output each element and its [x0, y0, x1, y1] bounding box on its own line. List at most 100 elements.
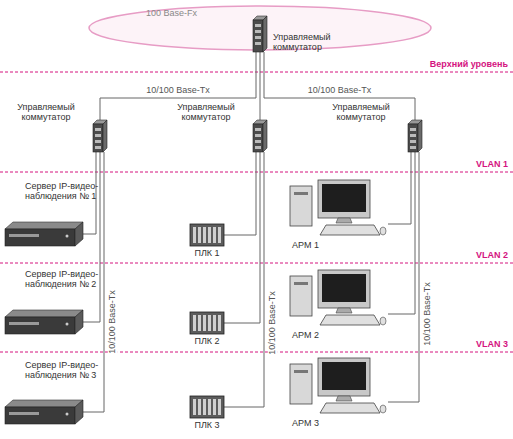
arm-node: АРМ 1 — [288, 180, 388, 238]
server-bay — [9, 234, 39, 237]
switch-side — [418, 120, 422, 152]
monitor-stand — [336, 396, 352, 401]
keyboard — [320, 403, 380, 413]
plc-module — [198, 315, 201, 331]
level-label: Верхний уровень — [430, 60, 508, 70]
ethernet-link — [224, 152, 256, 235]
switch-port — [410, 134, 416, 137]
plc-module — [198, 399, 201, 415]
pc-drive — [294, 282, 308, 285]
workstation-icon — [288, 270, 388, 328]
level-label: VLAN 3 — [476, 340, 508, 350]
plc-module — [193, 227, 196, 243]
node-label: Сервер IP-видео-наблюдения № 3 — [25, 360, 107, 381]
switch-port — [255, 30, 261, 33]
monitor-screen — [322, 184, 366, 212]
switch-icon — [93, 120, 107, 152]
node-label: АРМ 2 — [292, 330, 352, 340]
node-label: Управляемый коммутатор — [165, 102, 247, 123]
node-label: ПЛК 1 — [177, 248, 237, 258]
plc-module — [218, 315, 221, 331]
switch-port — [410, 128, 416, 131]
server-bay — [9, 322, 39, 325]
video-server-icon — [5, 400, 83, 424]
switch-port — [255, 128, 261, 131]
node-label: ПЛК 2 — [177, 336, 237, 346]
arm-node: АРМ 2 — [288, 270, 388, 328]
plc-node: ПЛК 1 — [190, 224, 224, 246]
pc-drive — [294, 370, 308, 373]
pc-tower — [290, 276, 312, 316]
plc-module — [213, 315, 216, 331]
switch-body — [93, 124, 103, 152]
server-side — [75, 222, 83, 246]
edge-label: 10/100 Base-Tx — [108, 288, 118, 356]
server-side — [75, 310, 83, 334]
node-label: Сервер IP-видео-наблюдения № 1 — [25, 181, 107, 202]
switch-node: Управляемый коммутатор — [93, 120, 107, 152]
plc-rack — [190, 312, 224, 334]
server-node: Сервер IP-видео-наблюдения № 3 — [5, 400, 83, 424]
pc-tower — [290, 186, 312, 226]
server-front — [5, 317, 75, 334]
monitor-bezel — [318, 270, 370, 308]
level-label: VLAN 1 — [476, 160, 508, 170]
switch-icon — [253, 16, 267, 52]
server-front — [5, 229, 75, 246]
switch-port — [255, 42, 261, 45]
switch-icon — [408, 120, 422, 152]
switch-port — [95, 134, 101, 137]
plc-module — [198, 227, 201, 243]
ethernet-link — [260, 52, 261, 120]
switch-node: Управляемый коммутатор — [253, 120, 267, 152]
plc-module — [208, 227, 211, 243]
plc-icon — [190, 312, 224, 334]
ethernet-link — [224, 152, 260, 323]
switch-port — [95, 140, 101, 143]
server-led — [66, 323, 69, 326]
mouse — [380, 405, 386, 413]
mouse — [380, 317, 386, 325]
keyboard — [320, 315, 380, 325]
ethernet-link — [388, 152, 415, 314]
server-node: Сервер IP-видео-наблюдения № 1 — [5, 222, 83, 246]
workstation-icon — [288, 358, 388, 416]
switch-node: Управляемый коммутатор — [253, 16, 267, 52]
switch-node: Управляемый коммутатор — [408, 120, 422, 152]
switch-port — [255, 140, 261, 143]
node-label: АРМ 1 — [292, 240, 352, 250]
plc-node: ПЛК 3 — [190, 396, 224, 418]
ethernet-link — [388, 152, 411, 224]
switch-port — [255, 146, 261, 149]
edge-label: 10/100 Base-Tx — [423, 280, 433, 348]
node-label: Управляемый коммутатор — [273, 32, 355, 53]
node-label: Управляемый коммутатор — [5, 102, 87, 123]
node-label: ПЛК 3 — [177, 420, 237, 430]
arm-node: АРМ 3 — [288, 358, 388, 416]
server-top — [5, 222, 83, 229]
server-node: Сервер IP-видео-наблюдения № 2 — [5, 310, 83, 334]
server-bay — [9, 412, 39, 415]
switch-side — [263, 16, 267, 52]
node-label: Сервер IP-видео-наблюдения № 2 — [25, 269, 107, 290]
plc-module — [203, 399, 206, 415]
server-led — [66, 235, 69, 238]
switch-port — [255, 134, 261, 137]
level-label: VLAN 2 — [476, 251, 508, 261]
switch-body — [408, 124, 418, 152]
plc-module — [193, 399, 196, 415]
switch-body — [253, 20, 263, 52]
server-front — [5, 407, 75, 424]
switch-port — [410, 146, 416, 149]
switch-body — [253, 124, 263, 152]
plc-module — [203, 227, 206, 243]
pc-tower — [290, 364, 312, 404]
keyboard — [320, 225, 380, 235]
monitor-stand — [336, 218, 352, 223]
video-server-icon — [5, 222, 83, 246]
plc-node: ПЛК 2 — [190, 312, 224, 334]
switch-port — [410, 140, 416, 143]
dashed-separator — [0, 352, 513, 353]
switch-port — [255, 24, 261, 27]
